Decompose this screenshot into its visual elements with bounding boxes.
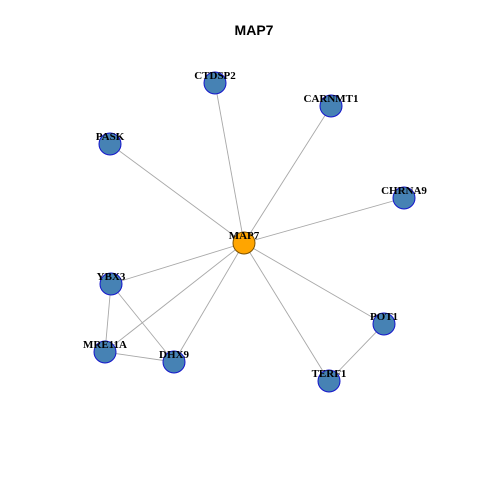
node-pot1: POT1: [370, 311, 398, 336]
node-terf1: TERF1: [312, 368, 347, 393]
edge-mre11a-dhx9: [104, 351, 175, 363]
edge-map7-ybx3: [110, 242, 245, 285]
diagram-title: MAP7: [235, 22, 274, 38]
node-label-pot1: POT1: [370, 311, 398, 323]
edge-map7-terf1: [243, 242, 330, 382]
node-label-map7: MAP7: [229, 230, 260, 242]
node-circle-pask: [98, 132, 122, 156]
edge-map7-chrna9: [243, 197, 405, 244]
node-label-carnmt1: CARNMT1: [304, 93, 359, 105]
node-pask: PASK: [96, 131, 125, 156]
edge-map7-ctdsp2: [214, 82, 245, 244]
node-circle-mre11a: [93, 340, 117, 364]
node-ybx3: YBX3: [97, 271, 126, 296]
node-circle-ctdsp2: [203, 71, 227, 95]
edge-pot1-terf1: [328, 323, 385, 382]
node-dhx9: DHX9: [159, 349, 189, 374]
node-chrna9: CHRNA9: [381, 185, 427, 210]
node-circle-dhx9: [162, 350, 186, 374]
edge-map7-pask: [109, 143, 245, 244]
node-circle-map7: [232, 231, 256, 255]
node-label-ctdsp2: CTDSP2: [194, 70, 236, 82]
node-map7: MAP7: [229, 230, 260, 255]
edges-layer: [104, 82, 405, 382]
node-label-chrna9: CHRNA9: [381, 185, 427, 197]
node-circle-chrna9: [392, 186, 416, 210]
edge-map7-carnmt1: [243, 105, 332, 244]
node-label-terf1: TERF1: [312, 368, 347, 380]
edge-ybx3-dhx9: [110, 283, 175, 363]
node-circle-terf1: [317, 369, 341, 393]
node-label-ybx3: YBX3: [97, 271, 126, 283]
node-circle-pot1: [372, 312, 396, 336]
node-circle-carnmt1: [319, 94, 343, 118]
edge-map7-mre11a: [104, 242, 245, 353]
node-label-mre11a: MRE11A: [83, 339, 127, 351]
node-label-pask: PASK: [96, 131, 125, 143]
node-mre11a: MRE11A: [83, 339, 127, 364]
node-circle-ybx3: [99, 272, 123, 296]
edge-map7-dhx9: [173, 242, 245, 363]
node-label-dhx9: DHX9: [159, 349, 189, 361]
node-ctdsp2: CTDSP2: [194, 70, 236, 95]
edge-map7-pot1: [243, 242, 385, 325]
node-carnmt1: CARNMT1: [304, 93, 359, 118]
